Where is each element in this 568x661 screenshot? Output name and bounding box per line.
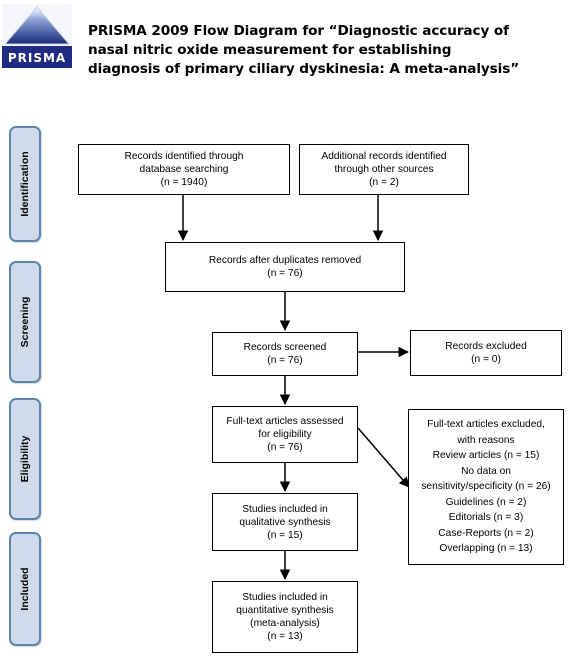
box-line: Records identified through [124,151,244,162]
box-line: quantitative synthesis [236,605,334,616]
box-line: Overlapping (n = 13) [439,543,533,555]
box-line: Records after duplicates removed [208,255,362,266]
box-fulltext-excluded: Full-text articles excluded, with reason… [408,409,564,565]
box-line: No data on [461,465,511,477]
box-line: (n = 76) [267,355,303,366]
box-line: qualitative synthesis [239,516,331,528]
box-line: Additional records identified [321,151,447,162]
box-database-records: Records identified through database sear… [78,144,290,195]
box-line: Review articles (n = 15) [432,450,540,462]
box-fulltext-assessed: Full-text articles assessed for eligibil… [212,406,358,463]
box-line: (meta-analysis) [250,618,320,629]
box-records-screened: Records screened (n = 76) [212,332,358,376]
box-quantitative-synthesis: Studies included in quantitative synthes… [212,581,358,653]
box-line: Case-Reports (n = 2) [438,527,534,539]
box-line: (n = 2) [369,177,399,188]
box-line: through other sources [334,164,434,175]
box-other-sources: Additional records identified through ot… [299,144,469,195]
title-line: PRISMA 2009 Flow Diagram for “Diagnostic… [88,23,509,39]
box-line: with reasons [457,434,515,446]
box-line: (n = 76) [267,268,303,279]
box-line: sensitivity/specificity (n = 26) [421,481,551,493]
box-line: (n = 13) [267,631,303,642]
box-line: Editorials (n = 3) [448,512,524,524]
prisma-logo: PRISMA [2,4,72,68]
box-line: Studies included in [242,503,328,515]
diagram-title: PRISMA 2009 Flow Diagram for “Diagnostic… [88,22,558,79]
box-line: (n = 0) [471,354,501,365]
arrow-to-fulltext-excluded [357,427,410,488]
box-line: (n = 76) [267,442,303,453]
box-qualitative-synthesis: Studies included in qualitative synthesi… [212,493,358,551]
box-line: (n = 15) [267,529,303,541]
box-records-excluded: Records excluded (n = 0) [410,330,562,376]
title-line: diagnosis of primary ciliary dyskinesia:… [88,61,520,77]
box-after-duplicates: Records after duplicates removed (n = 76… [165,242,405,292]
box-line: Guidelines (n = 2) [445,496,527,508]
box-line: Records screened [243,342,327,353]
phase-included: Included [9,532,41,646]
box-line: Records excluded [445,341,527,352]
box-line: database searching [139,164,229,175]
box-line: for eligibility [258,429,312,440]
box-line: Full-text articles excluded, [427,419,545,431]
box-line: Full-text articles assessed [226,416,344,427]
phase-screening: Screening [9,261,41,383]
phase-eligibility: Eligibility [9,398,41,520]
svg-text:PRISMA: PRISMA [8,51,66,65]
box-line: Studies included in [242,592,328,603]
box-line: (n = 1940) [160,177,208,188]
phase-identification: Identification [9,126,41,242]
title-line: nasal nitric oxide measurement for estab… [88,42,452,58]
